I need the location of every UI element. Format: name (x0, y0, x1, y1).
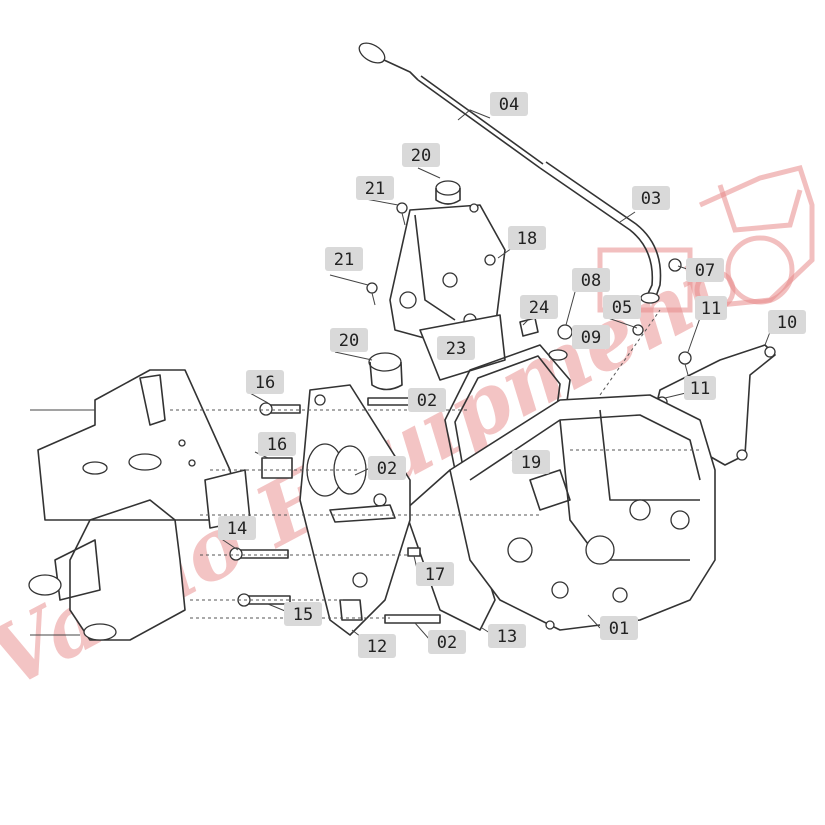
svg-text:09: 09 (581, 328, 601, 348)
callout-02: 02 (408, 388, 446, 412)
svg-text:24: 24 (529, 298, 549, 318)
alignment-lines (170, 309, 700, 619)
callout-07: 07 (686, 258, 724, 282)
callout-02: 02 (368, 456, 406, 480)
callout-20: 20 (330, 328, 368, 352)
callout-20: 20 (402, 143, 440, 167)
svg-text:11: 11 (690, 379, 710, 399)
svg-text:18: 18 (517, 229, 537, 249)
svg-text:03: 03 (641, 189, 661, 209)
svg-text:08: 08 (581, 271, 601, 291)
svg-text:17: 17 (425, 565, 445, 585)
callout-21: 21 (356, 176, 394, 200)
callout-24: 24 (520, 295, 558, 319)
callout-08: 08 (572, 268, 610, 292)
svg-text:19: 19 (521, 453, 541, 473)
svg-text:21: 21 (365, 179, 385, 199)
callout-14: 14 (218, 516, 256, 540)
svg-text:02: 02 (417, 391, 437, 411)
svg-text:05: 05 (612, 298, 632, 318)
svg-text:20: 20 (339, 331, 359, 351)
callout-11: 11 (684, 376, 716, 400)
svg-text:07: 07 (695, 261, 715, 281)
svg-text:10: 10 (777, 313, 797, 333)
callout-23: 23 (437, 336, 475, 360)
callout-05: 05 (603, 295, 641, 319)
callout-21: 21 (325, 247, 363, 271)
svg-text:23: 23 (446, 339, 466, 359)
callout-18: 18 (508, 226, 546, 250)
svg-text:21: 21 (334, 250, 354, 270)
callout-16: 16 (246, 370, 284, 394)
svg-text:13: 13 (497, 627, 517, 647)
svg-text:15: 15 (293, 605, 313, 625)
svg-text:20: 20 (411, 146, 431, 166)
svg-text:01: 01 (609, 619, 629, 639)
svg-text:16: 16 (255, 373, 275, 393)
callout-17: 17 (416, 562, 454, 586)
callout-04: 04 (490, 92, 528, 116)
frame-bracket (28, 369, 251, 641)
svg-text:02: 02 (437, 633, 457, 653)
svg-text:11: 11 (701, 299, 721, 319)
svg-text:02: 02 (377, 459, 397, 479)
svg-text:14: 14 (227, 519, 247, 539)
svg-text:12: 12 (367, 637, 387, 657)
svg-text:16: 16 (267, 435, 287, 455)
callout-03: 03 (632, 186, 670, 210)
callout-09: 09 (572, 325, 610, 349)
callout-labels: 04 20 03 21 18 21 07 08 24 05 11 09 10 2… (218, 92, 806, 658)
callout-19: 19 (512, 450, 550, 474)
callout-10: 10 (768, 310, 806, 334)
svg-text:04: 04 (499, 95, 519, 115)
callout-15: 15 (284, 602, 322, 626)
dipstick-part (358, 42, 544, 169)
callout-16: 16 (258, 432, 296, 456)
callout-13: 13 (488, 624, 526, 648)
callout-01: 01 (600, 616, 638, 640)
callout-12: 12 (358, 634, 396, 658)
callout-11: 11 (695, 296, 727, 320)
dipstick-tube-part (539, 161, 662, 304)
callout-02: 02 (428, 630, 466, 654)
